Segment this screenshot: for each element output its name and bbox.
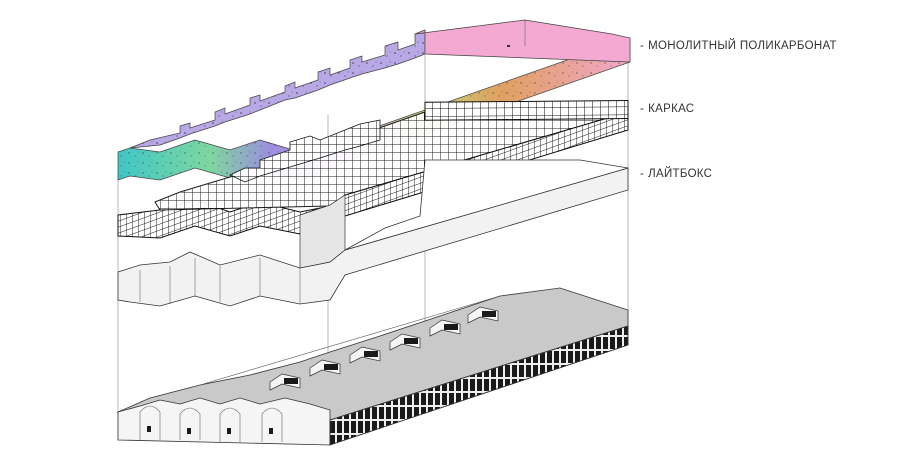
legend-dash: - <box>640 168 645 180</box>
building-roof-ridge <box>199 287 561 386</box>
legend-label: ЛАЙТБОКС <box>648 168 713 180</box>
legend-item-frame: -КАРКАС <box>640 103 694 115</box>
facade-arches <box>139 405 283 442</box>
frame-upper-stepped <box>229 119 381 183</box>
lightbox-ribs <box>139 258 301 304</box>
legend-dash: - <box>640 40 645 52</box>
facade-doors <box>147 426 273 434</box>
legend-label: МОНОЛИТНЫЙ ПОЛИКАРБОНАТ <box>648 40 837 52</box>
lightbox-side-wall <box>117 167 629 307</box>
lightbox-top <box>344 159 629 251</box>
roof-monitors <box>269 306 499 391</box>
lightbox-layer <box>117 159 629 307</box>
frame-long-band <box>117 111 629 239</box>
side-facade-outline <box>329 325 629 446</box>
building-layer <box>116 287 629 446</box>
frame-end-block <box>424 100 629 121</box>
legend-item-lightbox: -ЛАЙТБОКС <box>640 168 712 180</box>
frame-layer <box>117 100 629 239</box>
legend-label: КАРКАС <box>648 103 695 115</box>
polycarbonate-pink-roof <box>414 19 631 63</box>
legend-item-polycarbonate: -МОНОЛИТНЫЙ ПОЛИКАРБОНАТ <box>640 40 837 52</box>
legend-dash: - <box>640 103 645 115</box>
building-front-facade <box>117 397 331 446</box>
